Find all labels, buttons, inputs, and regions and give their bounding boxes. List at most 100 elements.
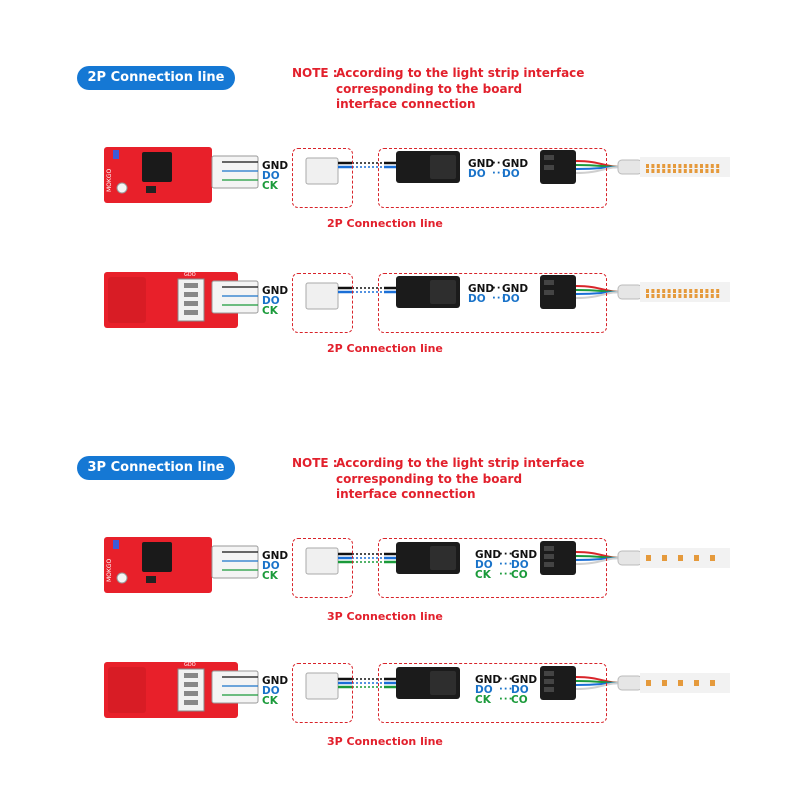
wiring-graphic: MOKGO [104,147,730,203]
box-caption: 2P Connection line [327,217,443,230]
strip-out-do: DO [511,684,529,696]
led-chip [646,294,649,298]
led-chip [700,289,703,293]
note-text: According to the light strip interface c… [336,66,585,111]
heat-shrink [617,550,643,566]
strip-wire [575,557,621,565]
socket-pin [184,283,198,288]
dots: ··· [499,684,514,695]
led-chip [678,164,682,168]
led-chip [673,289,676,293]
led-chip [656,294,660,298]
led-chip [683,164,687,168]
led-strip [640,548,730,568]
strip-wire [575,291,621,299]
strip-in-gnd: GND [468,158,495,170]
strip-in-ck: CK [475,694,491,706]
led-chip [651,164,655,168]
strip-in-gnd: GND [475,549,502,561]
led-chip [689,294,693,298]
connector-pin [544,290,554,295]
connector-latch [430,280,456,304]
dots: ··· [499,569,514,580]
dashed-box [378,663,607,723]
led [113,150,119,159]
wiring-graphic: MOKGO [104,537,730,593]
note-text: According to the light strip interface c… [336,456,585,501]
led-chip [646,555,651,561]
board-signal-gnd: GND [262,675,289,687]
board-signal-do: DO [262,560,280,572]
dots: ··· [492,293,507,304]
led-chip [656,164,660,168]
strip-out-gnd: GND [502,283,529,295]
dashed-box [292,148,353,208]
led-chip [646,169,649,173]
ic [146,576,156,583]
connector-pin [544,687,554,692]
led-chip [683,169,687,173]
dots: ··· [499,549,514,560]
socket-pin [184,292,198,297]
strip-out-co: CO [511,694,528,706]
led-chip [667,169,671,173]
led-chip [673,169,676,173]
led-chip [689,289,693,293]
strip-out-co: CO [511,569,528,581]
dashed-box [292,273,353,333]
led-chip [662,164,666,168]
led-chip [667,164,671,168]
led-chip [673,294,676,298]
led-chip [689,164,693,168]
led-chip [646,164,649,168]
dots: ··· [499,559,514,570]
section-badge: 3P Connection line [77,456,235,480]
connector-pin [544,679,554,684]
led-chip [700,164,703,168]
socket-pin [184,310,198,315]
button-icon [116,182,128,194]
strip-in-ck: CK [475,569,491,581]
board-connector [211,670,259,704]
strip-wire [575,682,621,690]
box-caption: 3P Connection line [327,735,443,748]
led-chip [683,289,687,293]
heat-shrink [617,675,643,691]
led-chip [678,555,683,561]
strip-in-gnd: GND [468,283,495,295]
strip-out-do: DO [502,293,520,305]
led-chip [694,164,698,168]
led-chip [678,169,682,173]
socket-pin [184,301,198,306]
led-chip [651,289,655,293]
connector-pin [544,165,554,170]
note-label: NOTE : [292,66,338,80]
board-signal-ck: CK [262,695,278,707]
heat-shrink [617,284,643,300]
led-chip [656,169,660,173]
dashed-box [378,538,607,598]
strip-out-gnd: GND [511,674,538,686]
board-signal-gnd: GND [262,285,289,297]
strip-out-gnd: GND [511,549,538,561]
led-chip [716,164,720,168]
box-caption: 2P Connection line [327,342,443,355]
led-chip [646,680,651,686]
led-strip [640,673,730,693]
connector-pin [544,546,554,551]
connector-pin [544,280,554,285]
dots: ··· [492,168,507,179]
board-signal-do: DO [262,295,280,307]
led-chip [716,289,720,293]
board-signal-do: DO [262,170,280,182]
led-chip [678,289,682,293]
wiring-graphic: GDO [104,662,730,718]
led-chip [662,289,666,293]
board-signal-ck: CK [262,305,278,317]
led-chip [662,680,667,686]
board-signal-gnd: GND [262,160,289,172]
socket-pin [184,673,198,678]
led-chip [694,680,699,686]
